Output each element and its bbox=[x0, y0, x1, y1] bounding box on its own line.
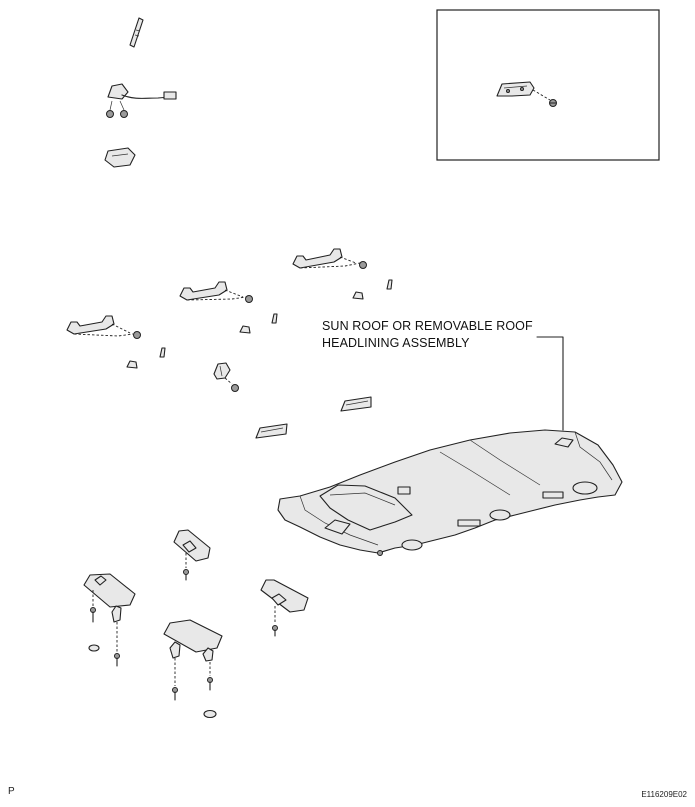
inset-screw bbox=[549, 99, 557, 107]
rectangular-lamp-left bbox=[255, 423, 288, 439]
interior-light-with-wire bbox=[106, 83, 177, 118]
inset-box bbox=[436, 9, 660, 161]
callout-line-2: HEADLINING ASSEMBLY bbox=[322, 336, 470, 350]
rectangular-lamp-right bbox=[340, 396, 372, 412]
callout-leader-line bbox=[536, 336, 564, 431]
sun-visor-holder-left bbox=[173, 529, 211, 581]
headlining-assembly bbox=[277, 429, 623, 556]
callout-line-1: SUN ROOF OR REMOVABLE ROOF bbox=[322, 319, 533, 333]
connector-clip bbox=[213, 362, 239, 392]
sun-visor-left bbox=[83, 573, 136, 667]
grip-caps bbox=[126, 279, 393, 369]
headlining-callout-label: SUN ROOF OR REMOVABLE ROOF HEADLINING AS… bbox=[322, 318, 533, 352]
page-letter: P bbox=[8, 786, 15, 797]
assist-grip-front bbox=[66, 315, 141, 339]
illustration-code: E116209E02 bbox=[641, 790, 687, 799]
sun-visor-holder-right bbox=[260, 579, 309, 637]
clip-cover bbox=[104, 147, 136, 168]
inset-assist-grip bbox=[496, 81, 535, 97]
assist-grip-middle bbox=[179, 281, 253, 303]
wire-rod bbox=[129, 17, 144, 48]
sun-visor-right bbox=[163, 619, 223, 719]
assist-grip-rear bbox=[292, 248, 367, 269]
